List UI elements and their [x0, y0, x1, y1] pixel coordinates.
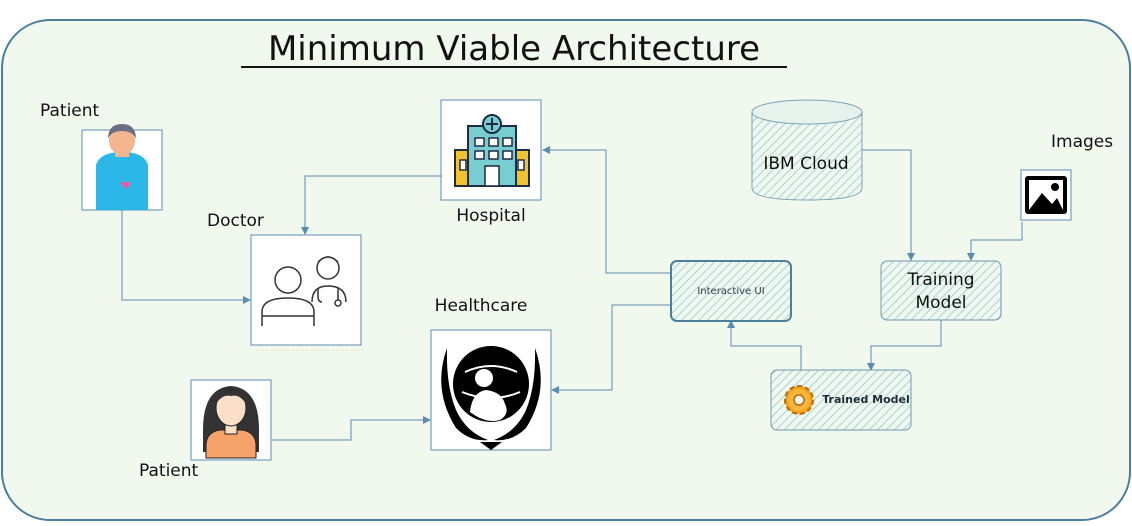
- images-node[interactable]: Images: [1020, 132, 1113, 221]
- doctor-label: Doctor: [207, 211, 264, 231]
- patient-top-node[interactable]: Patient: [40, 101, 163, 211]
- training-model-label-line2: Model: [915, 293, 966, 313]
- ibm-cloud-node[interactable]: IBM Cloud: [751, 99, 863, 201]
- interactive-ui-node[interactable]: Interactive UI: [670, 260, 792, 322]
- male-patient-icon: [96, 124, 148, 210]
- edge-trained-to-ui: [727, 320, 802, 370]
- hospital-node[interactable]: Hospital: [440, 99, 542, 226]
- training-model-label-line1: Training: [906, 270, 974, 290]
- image-icon: [1025, 176, 1067, 214]
- edge-ui-to-hospital: [542, 146, 671, 274]
- hospital-building-icon: [454, 114, 530, 187]
- hospital-label: Hospital: [456, 206, 525, 226]
- patient-bottom-label: Patient: [139, 461, 199, 481]
- female-patient-icon: [203, 386, 259, 459]
- doctor-consultation-icon: [261, 256, 347, 326]
- diagram-title: Minimum Viable Architecture: [268, 29, 760, 69]
- gear-icon: [784, 385, 814, 415]
- images-label: Images: [1051, 132, 1113, 152]
- healthcare-label: Healthcare: [435, 296, 528, 316]
- edge-images-to-training: [967, 222, 1023, 261]
- ibm-cloud-label: IBM Cloud: [763, 154, 848, 174]
- training-model-node[interactable]: Training Model: [880, 260, 1002, 321]
- edge-cloud-to-training: [862, 149, 915, 261]
- trained-model-node[interactable]: Trained Model: [770, 369, 912, 431]
- edge-hospital-to-doctor: [301, 175, 441, 235]
- database-cylinder-icon: [751, 99, 863, 201]
- patient-bottom-node[interactable]: Patient: [139, 379, 272, 481]
- edge-training-to-trained: [867, 320, 942, 371]
- edge-ui-to-healthcare: [551, 304, 671, 394]
- edge-patient-to-healthcare: [272, 416, 431, 441]
- edge-patient-to-doctor: [121, 210, 251, 304]
- healthcare-node[interactable]: Healthcare: [430, 296, 552, 451]
- trained-model-label: Trained Model: [822, 393, 910, 406]
- doctor-node[interactable]: Doctor: [207, 211, 366, 351]
- patient-top-label: Patient: [40, 101, 100, 121]
- un-emblem-icon: [441, 346, 541, 450]
- interactive-ui-label: Interactive UI: [697, 286, 764, 297]
- edges: [121, 146, 1023, 441]
